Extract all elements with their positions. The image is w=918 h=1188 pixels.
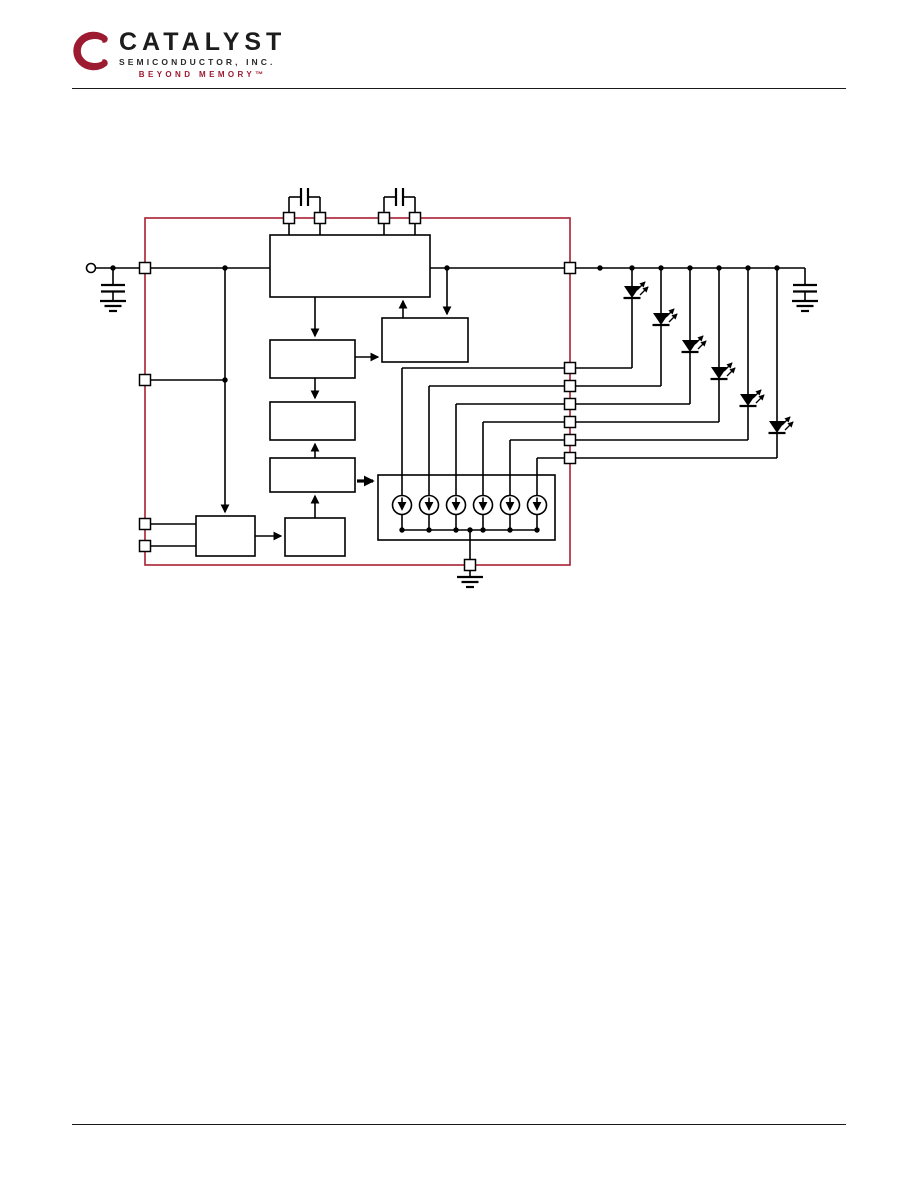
diagram-blocks — [195, 234, 556, 557]
block-bottom-left-2 — [284, 517, 346, 557]
block-left-3 — [269, 457, 356, 493]
output-capacitor — [793, 268, 817, 301]
pin-right-led2 — [563, 379, 577, 393]
pin-top-1 — [282, 211, 296, 225]
block-left-1 — [269, 339, 356, 379]
pin-bottom-gnd — [463, 558, 477, 572]
led-1 — [570, 268, 649, 369]
pin-right-led5 — [563, 433, 577, 447]
current-source-2 — [418, 494, 440, 530]
led-5 — [570, 268, 765, 441]
pin-left-3 — [138, 517, 152, 531]
input-terminal — [85, 262, 145, 274]
block-main-top — [269, 234, 431, 298]
block-arrows — [255, 268, 452, 541]
input-capacitor — [101, 268, 125, 301]
top-pin-stubs — [288, 218, 416, 235]
current-source-3 — [445, 494, 467, 530]
current-sources — [391, 494, 548, 565]
logo-tagline: BEYOND MEMORY™ — [138, 69, 267, 79]
led-2 — [570, 268, 678, 387]
block-bottom-left-1 — [195, 515, 256, 557]
pin-left-1 — [138, 261, 152, 275]
ic-pins — [138, 211, 577, 572]
pin-top-2 — [313, 211, 327, 225]
junction-dots — [110, 265, 780, 533]
current-source-6 — [526, 494, 548, 530]
pin-right-led3 — [563, 397, 577, 411]
current-source-5 — [499, 494, 521, 530]
catalyst-logo-icon — [73, 31, 108, 71]
input-ground-symbol — [100, 299, 126, 313]
pin-top-4 — [408, 211, 422, 225]
led-3 — [570, 268, 707, 405]
pin-right-led4 — [563, 415, 577, 429]
block-left-2 — [269, 401, 356, 441]
catalyst-logo: CATALYST SEMICONDUCTOR, INC. BEYOND MEMO… — [64, 26, 286, 79]
logo-subtitle: SEMICONDUCTOR, INC. — [119, 57, 276, 67]
pin-right-led1 — [563, 361, 577, 375]
current-source-4 — [472, 494, 494, 530]
pin-top-3 — [377, 211, 391, 225]
pin-left-2 — [138, 373, 152, 387]
header-rule — [72, 88, 846, 90]
output-ground-symbol — [792, 299, 818, 313]
pin-left-4 — [138, 539, 152, 553]
pin-right-led6 — [563, 451, 577, 465]
block-control — [381, 317, 469, 363]
footer-rule — [72, 1124, 846, 1126]
left-internal-wiring — [145, 267, 270, 547]
logo-title: CATALYST — [119, 28, 287, 56]
led-4 — [570, 268, 736, 423]
pin-right-vout — [563, 261, 577, 275]
led-6 — [570, 268, 794, 459]
